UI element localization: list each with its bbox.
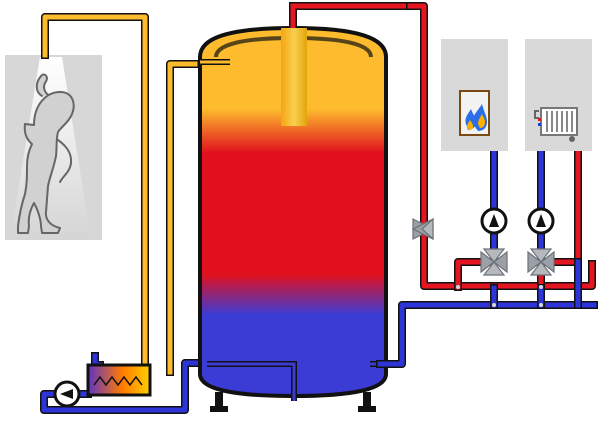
tank-body <box>198 25 388 399</box>
boiler-flame-icon <box>465 104 487 131</box>
hot-main <box>407 3 595 289</box>
boiler-unit <box>441 39 508 151</box>
tank-leg-right-foot <box>358 406 376 412</box>
circulation-pump-icon <box>53 380 81 408</box>
tank-hot-outlet <box>290 3 410 28</box>
immersion-heater <box>281 28 307 126</box>
dhw-top-pipe <box>42 14 148 368</box>
heat-exchanger-icon <box>86 363 152 397</box>
pipe-junction-dots <box>456 285 543 307</box>
circulation-pump-icon <box>527 207 555 235</box>
internal-diptube <box>207 362 296 401</box>
tank-leg-right <box>363 392 371 412</box>
mixing-valve-icon <box>527 248 555 276</box>
tank-leg-left-foot <box>210 406 228 412</box>
tank-leg-left <box>215 392 223 412</box>
mixing-valve-icon <box>480 248 508 276</box>
cold-main-outline <box>376 301 598 368</box>
radiator-unit <box>525 39 592 151</box>
lower-left-equipment <box>53 363 152 408</box>
circulation-pump-icon <box>480 207 508 235</box>
heating-distribution <box>376 2 598 368</box>
shower-panel <box>5 55 102 240</box>
dhw-piping <box>41 13 199 376</box>
radiator-icon <box>534 107 578 142</box>
cold-main <box>377 302 597 367</box>
three-way-valve-icon <box>411 217 435 241</box>
cold-main-piping <box>376 147 598 368</box>
dhw-return-pipe-outline <box>166 60 199 376</box>
cold-lower-loop <box>41 360 208 413</box>
tank-hot-outlet-outline <box>289 2 410 28</box>
dhw-return-pipe <box>167 61 198 375</box>
tank-legs <box>210 392 376 412</box>
buffer-tank <box>198 2 410 412</box>
shower-person-icon <box>17 73 75 234</box>
